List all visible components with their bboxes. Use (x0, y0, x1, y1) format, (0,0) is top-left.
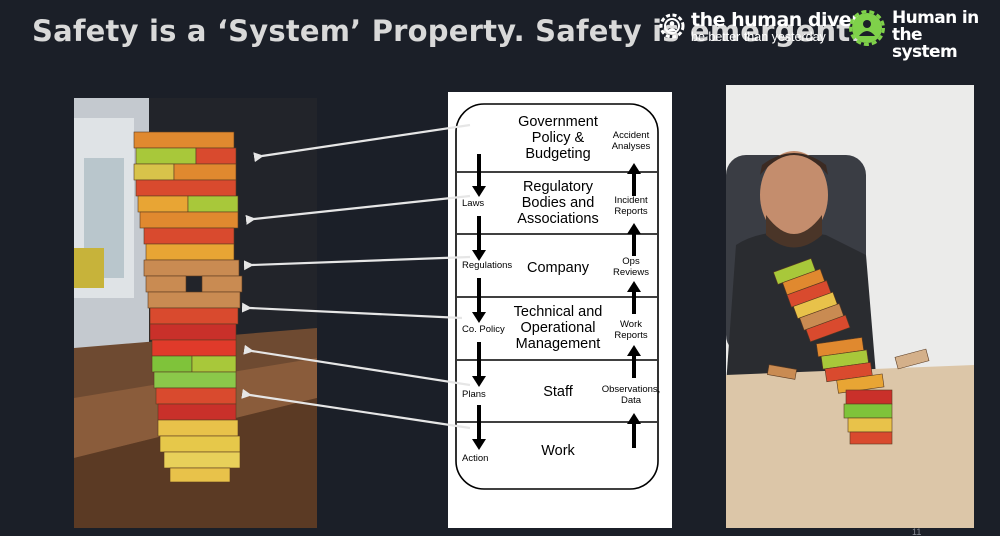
label-line: Accident (612, 130, 650, 141)
human-in-system-logo: Human in the system (848, 9, 988, 61)
level-line: Management (515, 336, 601, 352)
human-diver-name: the human diver (691, 9, 861, 31)
label-incident-reports: Incident Reports (594, 195, 668, 217)
label-line: Observations, (601, 384, 661, 395)
safety-hierarchy-diagram: Government Policy & Budgeting Regulatory… (448, 92, 672, 528)
human-diver-tagline: be better than yesterday (691, 30, 826, 44)
level-company: Company (498, 260, 618, 276)
label-line: Reports (614, 206, 648, 217)
label-co-policy: Co. Policy (462, 324, 505, 335)
gear-icon (849, 10, 885, 46)
level-line: Bodies and (521, 195, 595, 211)
level-line: Company (526, 260, 590, 276)
falling-tower-illustration (726, 85, 974, 528)
jenga-tower-illustration (74, 98, 317, 528)
jenga-tower-photo (74, 98, 317, 528)
slide-title: Safety is a ‘System’ Property. Safety is… (32, 14, 862, 48)
level-line: Budgeting (525, 146, 591, 162)
logo-line-2: the system (892, 25, 958, 62)
gear-icon (659, 13, 685, 39)
label-line: Analyses (611, 141, 651, 152)
level-line: Work (541, 443, 575, 459)
level-line: Staff (543, 384, 573, 400)
diagram-frame (455, 103, 659, 490)
label-line: Reviews (613, 267, 649, 278)
human-diver-logo: the human diver be better than yesterday (657, 9, 861, 47)
label-work-reports: Work Reports (594, 319, 668, 341)
logo-line-1: Human in (892, 8, 979, 28)
label-line: Work (620, 319, 642, 330)
label-ops-reviews: Ops Reviews (594, 256, 668, 278)
label-line: Incident (614, 195, 648, 206)
label-accident-analyses: Accident Analyses (594, 130, 668, 152)
label-action: Action (462, 453, 489, 464)
label-line: Data (620, 395, 642, 406)
level-line: Policy & (531, 130, 585, 146)
level-line: Technical and (513, 304, 603, 320)
level-work: Work (498, 443, 618, 459)
level-line: Operational (520, 320, 596, 336)
level-line: Associations (517, 211, 599, 227)
falling-tower-photo (726, 85, 974, 528)
level-government: Government Policy & Budgeting (498, 114, 618, 162)
label-line: Ops (622, 256, 640, 267)
level-staff: Staff (498, 384, 618, 400)
label-line: Reports (614, 330, 648, 341)
label-observations-data: Observations, Data (594, 384, 668, 406)
level-line: Regulatory (522, 179, 594, 195)
level-management: Technical and Operational Management (498, 304, 618, 352)
label-laws: Laws (462, 198, 485, 209)
level-regulatory: Regulatory Bodies and Associations (498, 179, 618, 227)
label-regulations: Regulations (462, 260, 513, 271)
label-plans: Plans (462, 389, 486, 400)
level-line: Government (518, 114, 598, 130)
human-in-system-text: Human in the system (892, 10, 988, 61)
page-number: 11 (912, 527, 922, 536)
